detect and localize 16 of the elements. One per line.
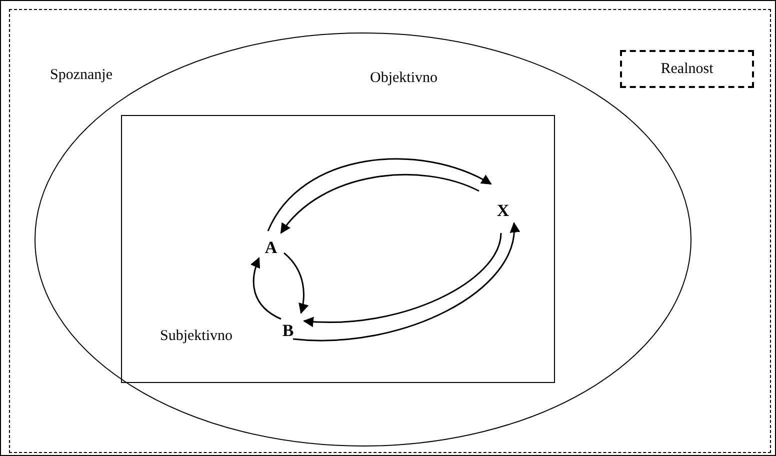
- curved-arrow: [302, 232, 502, 327]
- region-label: Spoznanje: [50, 66, 112, 85]
- curved-arrow: [280, 174, 480, 234]
- curved-arrow: [284, 252, 308, 314]
- region-label: Objektivno: [370, 69, 438, 88]
- dashed-frame: [9, 9, 771, 453]
- node-letter: B: [282, 321, 294, 341]
- legend-text: Realnost: [660, 60, 714, 79]
- curved-arrow: [292, 222, 519, 342]
- rectangle-region: [121, 115, 555, 383]
- region-label: Subjektivno: [160, 327, 233, 346]
- node-letter: X: [496, 201, 510, 221]
- curved-arrow: [267, 158, 492, 232]
- curved-arrow: [250, 257, 282, 320]
- dashed-legend-box: [620, 50, 754, 88]
- node-letter: A: [264, 238, 278, 258]
